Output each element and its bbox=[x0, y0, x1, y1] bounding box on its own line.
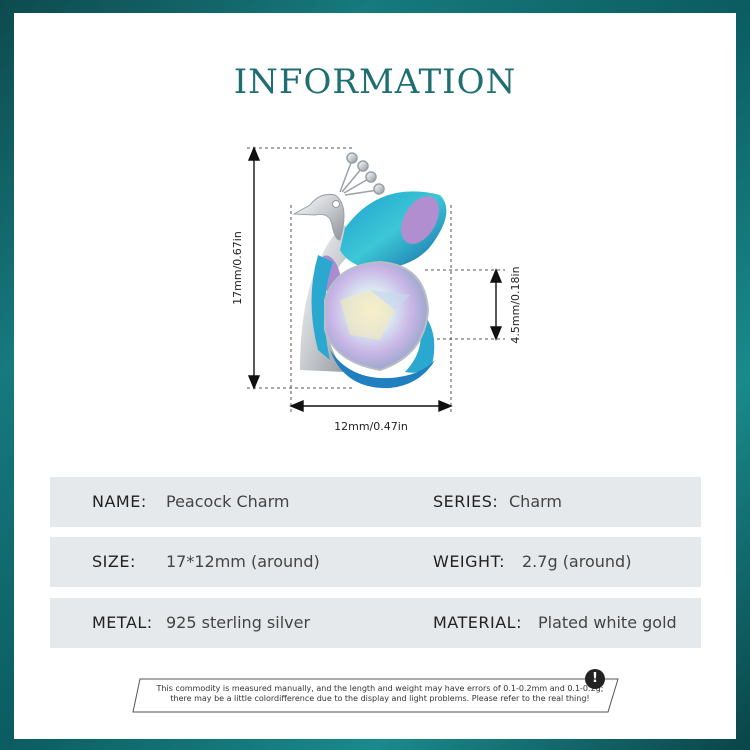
product-figure: 17mm/0.67in 12mm/0.47in 4.5mm/0.18in bbox=[231, 146, 522, 433]
height-dimension-label: 17mm/0.67in bbox=[231, 231, 244, 305]
page-title: INFORMATION bbox=[233, 62, 517, 102]
spec-row-size: SIZE: 17*12mm (around) WEIGHT: 2.7g (aro… bbox=[50, 537, 701, 587]
notice-line-1: This commodity is measured manually, and… bbox=[156, 684, 604, 693]
spec-label: WEIGHT: bbox=[433, 552, 505, 571]
spec-value: Peacock Charm bbox=[166, 492, 290, 511]
spec-value: 925 sterling silver bbox=[166, 613, 311, 632]
spec-label: SERIES: bbox=[433, 492, 499, 511]
spec-label: METAL: bbox=[92, 613, 153, 632]
stone-dimension-label: 4.5mm/0.18in bbox=[509, 266, 522, 343]
width-dimension-label: 12mm/0.47in bbox=[334, 420, 408, 433]
dimension-guides bbox=[247, 147, 505, 412]
spec-value: 17*12mm (around) bbox=[166, 552, 320, 571]
spec-label: MATERIAL: bbox=[433, 613, 522, 632]
spec-label: SIZE: bbox=[92, 552, 136, 571]
spec-value: Plated white gold bbox=[538, 613, 677, 632]
notice-line-2: there may be a little colordifference du… bbox=[170, 694, 590, 703]
spec-value: 2.7g (around) bbox=[522, 552, 632, 571]
spec-value: Charm bbox=[509, 492, 562, 511]
spec-row-name: NAME: Peacock Charm SERIES: Charm bbox=[50, 477, 701, 527]
spec-label: NAME: bbox=[92, 492, 147, 511]
dimension-arrows bbox=[247, 146, 503, 413]
spec-row-metal: METAL: 925 sterling silver MATERIAL: Pla… bbox=[50, 598, 701, 648]
peacock-charm-image bbox=[292, 152, 447, 389]
exclamation-icon: ! bbox=[585, 669, 605, 689]
